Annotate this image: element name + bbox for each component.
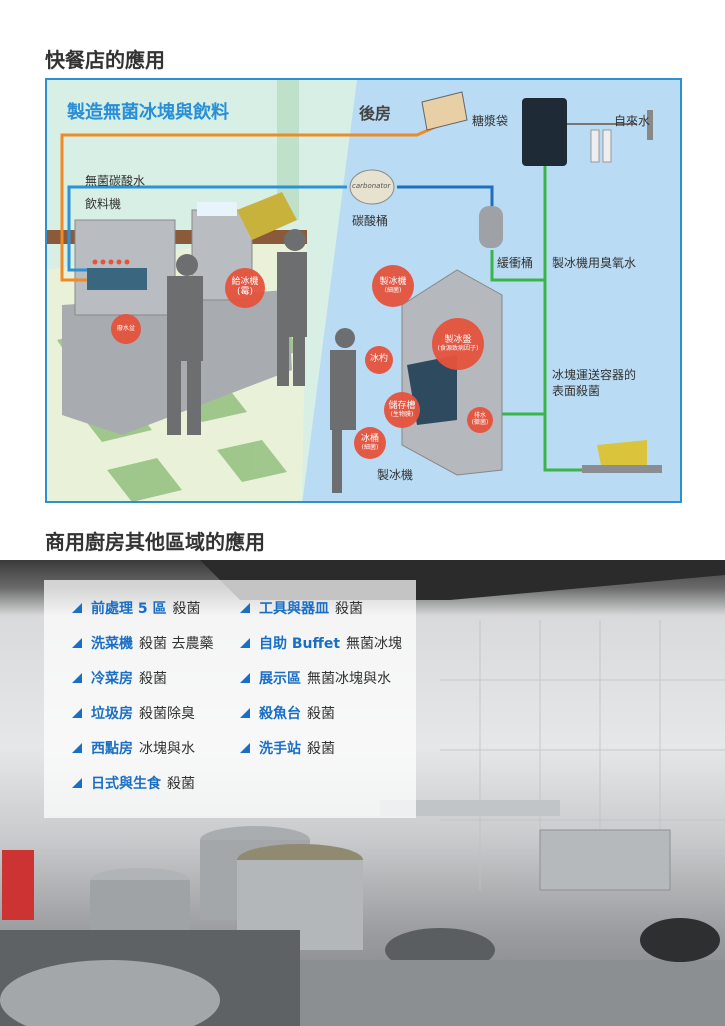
item-text: 殺菌 <box>172 601 201 617</box>
badge-storage-bin: 儲存槽(生物膜) <box>384 392 420 428</box>
list-item: 西點房冰塊與水 <box>72 738 195 758</box>
triangle-bullet-icon <box>72 743 82 753</box>
tap-water-label: 自來水 <box>614 114 651 128</box>
back-room-label: 後房 <box>359 104 392 123</box>
section-heading-fast-food: 快餐店的應用 <box>45 48 165 72</box>
sterile-soda-label: 無菌碳酸水 <box>85 174 146 188</box>
carbonator-tank-label: 碳酸桶 <box>352 214 389 228</box>
item-text: 殺菌 <box>167 776 195 792</box>
container-label-1: 冰塊運送容器的 <box>552 368 637 382</box>
container-label-2: 表面殺菌 <box>552 384 601 398</box>
item-title: 洗菜機 <box>91 636 133 652</box>
badge-drain: 排水(黴菌) <box>467 407 493 433</box>
diagram-title: 製造無菌冰塊與飲料 <box>67 102 229 123</box>
triangle-bullet-icon <box>72 673 82 683</box>
item-title: 冷菜房 <box>91 671 133 687</box>
list-item: 洗手站殺菌 <box>240 738 335 758</box>
item-title: 西點房 <box>91 741 133 757</box>
diagram-illustration <box>47 80 680 501</box>
triangle-bullet-icon <box>240 638 250 648</box>
list-item: 冷菜房殺菌 <box>72 668 167 688</box>
carbonator-text: carbonator <box>352 182 391 190</box>
item-text: 殺菌 去農藥 <box>139 636 214 652</box>
item-text: 冰塊與水 <box>139 741 195 757</box>
item-title: 工具與器皿 <box>259 601 329 617</box>
item-text: 殺菌 <box>307 706 335 722</box>
badge-waste-basin: 廢水盆 <box>111 314 141 344</box>
ice-maker-label: 製冰機 <box>377 468 414 482</box>
badge-ice-machine: 製冰機(細菌) <box>372 265 414 307</box>
list-item: 垃圾房殺菌除臭 <box>72 703 195 723</box>
triangle-bullet-icon <box>72 778 82 788</box>
syrup-bag-label: 糖漿袋 <box>472 114 509 128</box>
triangle-bullet-icon <box>72 708 82 718</box>
item-text: 殺菌除臭 <box>139 706 195 722</box>
badge-ice-tray: 製冰盤(食源致病因子) <box>432 318 484 370</box>
item-title: 殺魚台 <box>259 706 301 722</box>
triangle-bullet-icon <box>72 638 82 648</box>
list-item: 展示區無菌冰塊與水 <box>240 668 391 688</box>
item-text: 殺菌 <box>139 671 167 687</box>
list-item: 日式與生食殺菌 <box>72 773 195 793</box>
badge-ice-scoop: 冰杓 <box>365 346 393 374</box>
triangle-bullet-icon <box>240 743 250 753</box>
list-item: 工具與器皿殺菌 <box>240 598 363 618</box>
item-title: 垃圾房 <box>91 706 133 722</box>
list-item: 洗菜機殺菌 去農藥 <box>72 633 213 653</box>
drink-machine-label: 飲料機 <box>85 197 122 211</box>
triangle-bullet-icon <box>72 603 82 613</box>
section-heading-other-areas: 商用廚房其他區域的應用 <box>45 530 265 554</box>
ozone-water-label: 製冰機用臭氧水 <box>552 256 637 270</box>
item-text: 無菌冰塊與水 <box>307 671 391 687</box>
triangle-bullet-icon <box>240 673 250 683</box>
item-title: 自助 Buffet <box>259 636 341 652</box>
item-text: 無菌冰塊 <box>346 636 403 652</box>
item-text: 殺菌 <box>335 601 363 617</box>
item-title: 展示區 <box>259 671 301 687</box>
item-title: 日式與生食 <box>91 776 161 792</box>
list-item: 前處理 5 區殺菌 <box>72 598 201 618</box>
badge-ice-dispenser: 給冰機(霉) <box>225 268 265 308</box>
item-title: 洗手站 <box>259 741 301 757</box>
list-item: 殺魚台殺菌 <box>240 703 335 723</box>
badge-ice-bucket: 冰桶(細菌) <box>354 427 386 459</box>
buffer-tank-label: 緩衝桶 <box>497 256 534 270</box>
list-item: 自助 Buffet 無菌冰塊 <box>240 633 402 653</box>
ice-beverage-diagram: 製造無菌冰塊與飲料 後房 糖漿袋 自來水 無菌碳酸水 飲料機 carbonato… <box>45 78 682 503</box>
item-title: 前處理 5 區 <box>91 601 167 617</box>
item-text: 殺菌 <box>307 741 335 757</box>
triangle-bullet-icon <box>240 708 250 718</box>
triangle-bullet-icon <box>240 603 250 613</box>
